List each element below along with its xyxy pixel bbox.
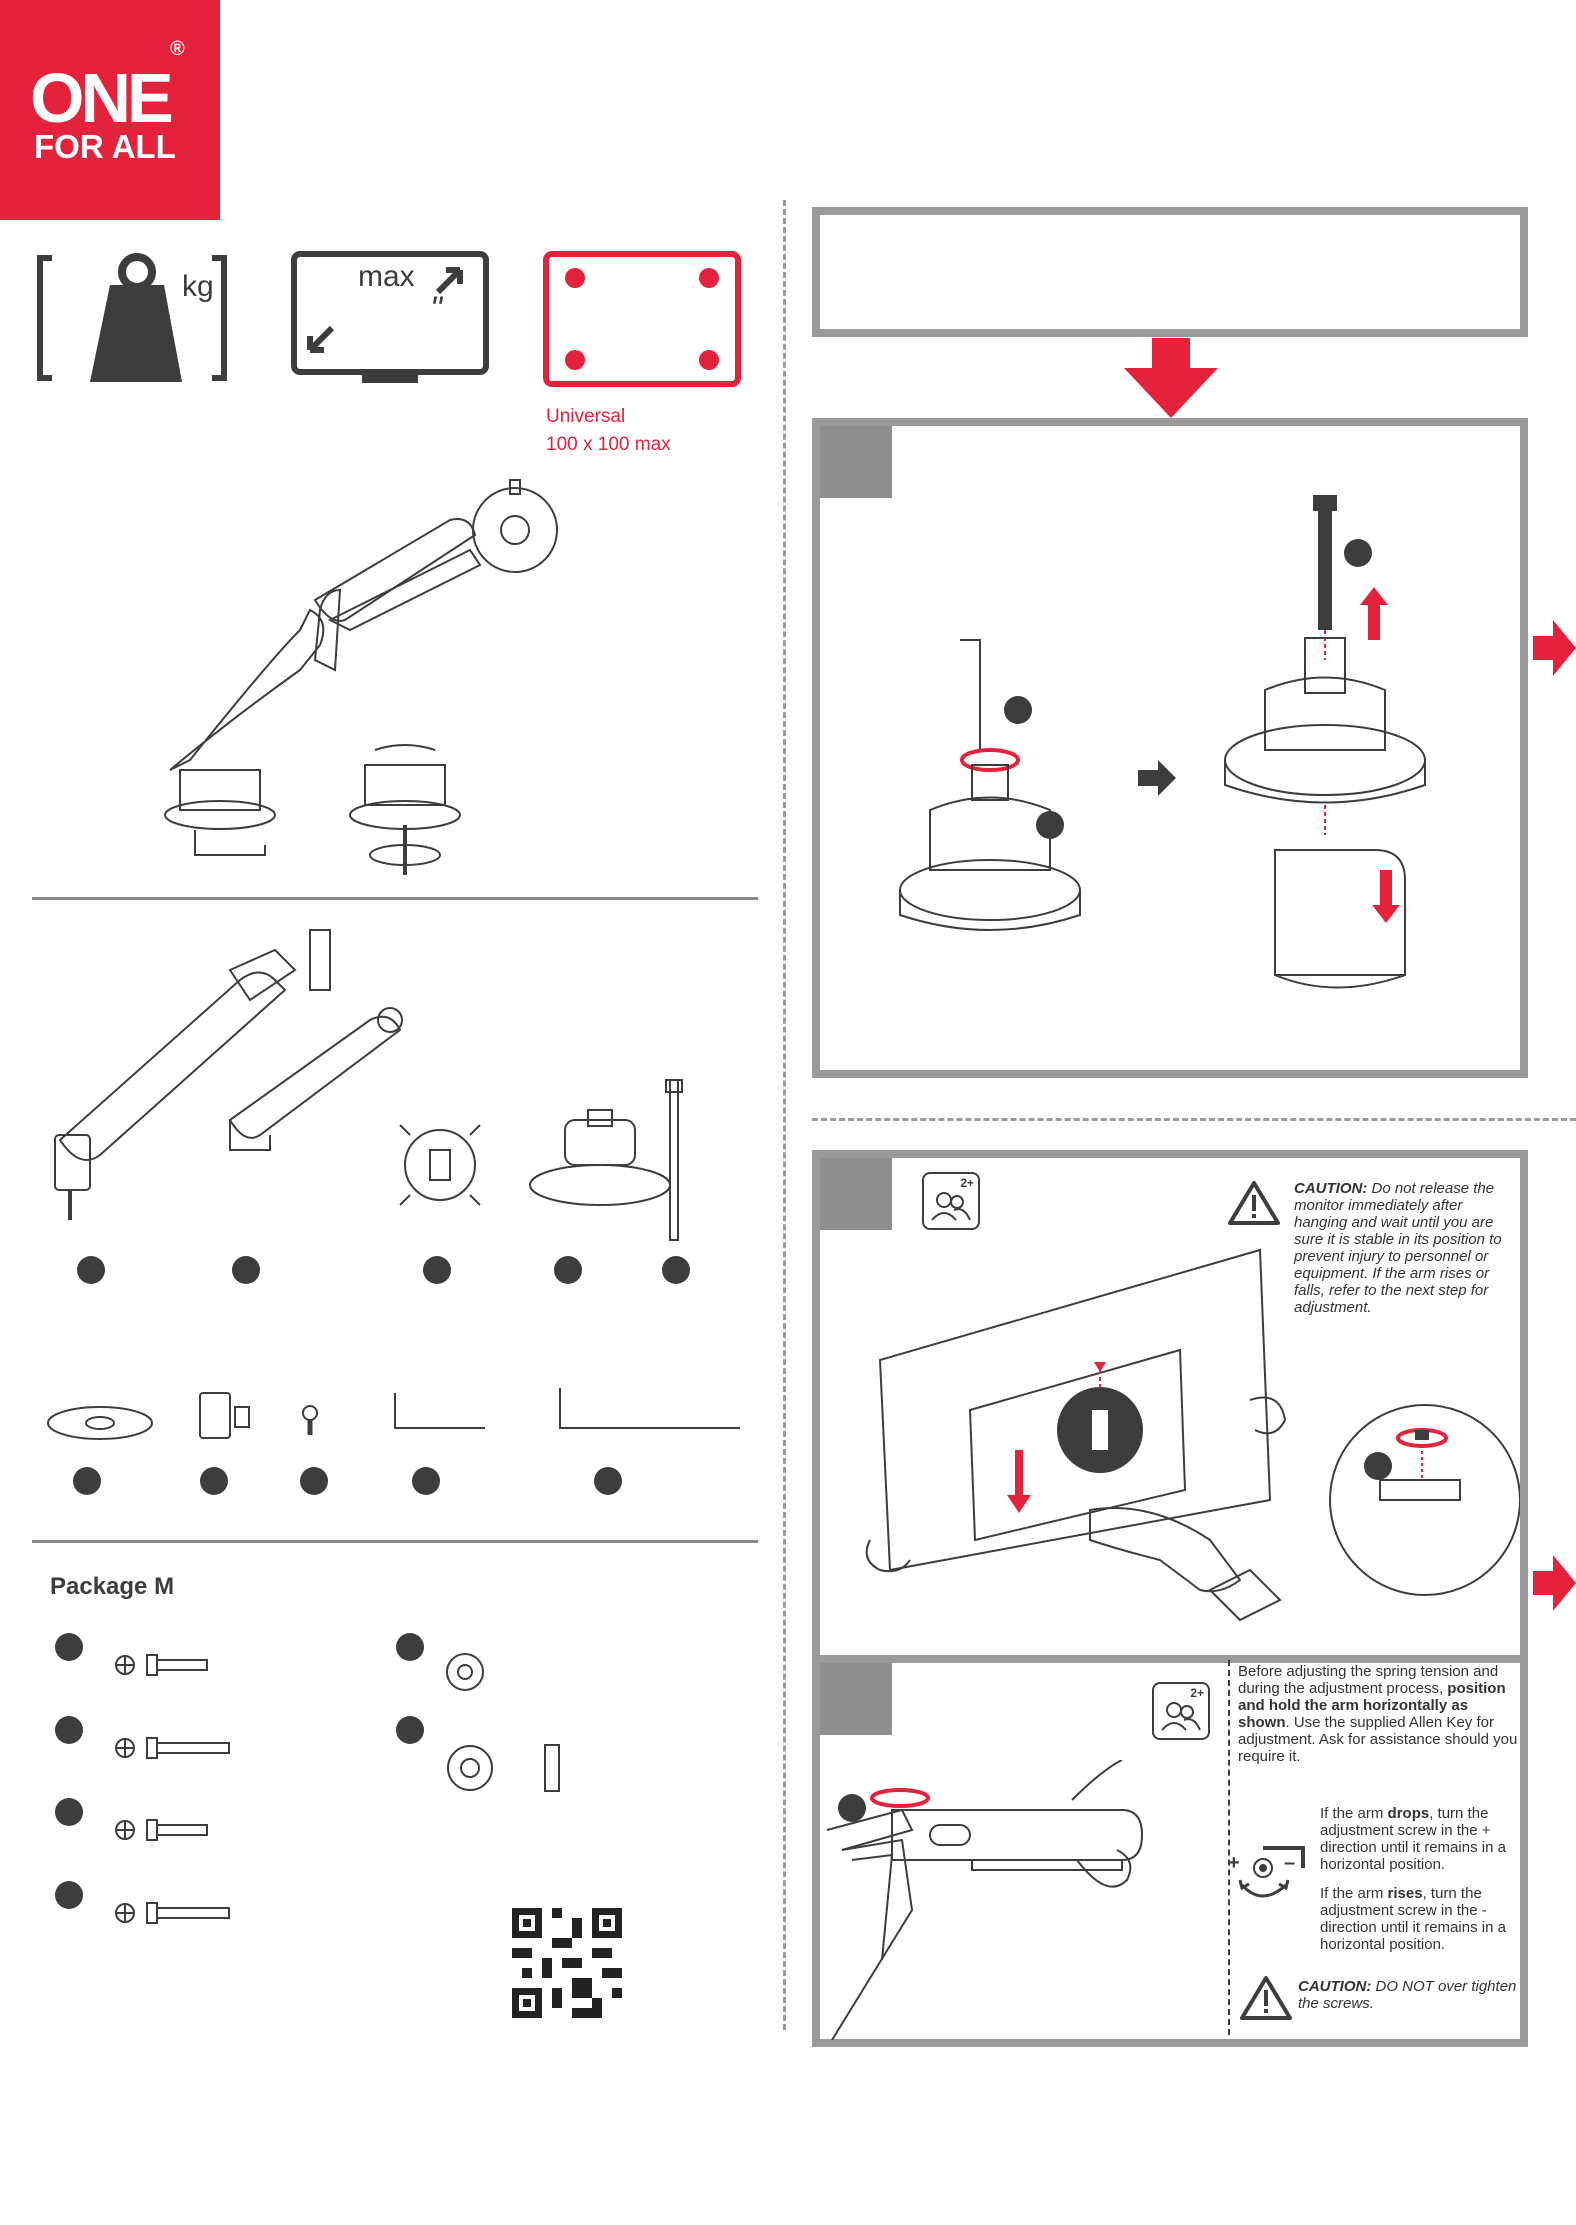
package-marker-c — [55, 1798, 83, 1826]
step4-intro-bold: position and hold the arm horizontally a… — [1238, 1680, 1506, 1731]
package-marker-d — [55, 1881, 83, 1909]
drops-2: , turn the adjustment screw in the + dir… — [1320, 1805, 1506, 1873]
part-marker-7 — [200, 1467, 228, 1495]
part-marker-1 — [77, 1256, 105, 1284]
package-title: Package M — [50, 1573, 175, 1600]
step3-illustration — [850, 1240, 1520, 1660]
parts-illustration-row1 — [40, 920, 740, 1250]
screen-label: max — [358, 260, 415, 293]
screen-unit: " — [430, 290, 443, 328]
persons-badge: 2+ — [960, 1176, 974, 1190]
adjust-screw-icon: + – — [1228, 1840, 1318, 1910]
rises-bold: rises — [1387, 1885, 1423, 1902]
row-separator — [812, 1118, 1576, 1121]
step4-panel — [812, 1655, 1528, 2047]
part-marker-5 — [662, 1256, 690, 1284]
screw-list-left — [55, 1620, 415, 1940]
step4-caution-title: CAUTION: — [1298, 1978, 1372, 1995]
minus-sign: – — [1284, 1852, 1296, 1874]
step3-caution-title: CAUTION: — [1294, 1180, 1368, 1197]
step3-number-tab — [820, 1158, 892, 1230]
column-separator — [783, 200, 786, 2030]
part-marker-9 — [412, 1467, 440, 1495]
section-divider-1 — [32, 897, 758, 900]
step3-caution-text: CAUTION: Do not release the monitor imme… — [1294, 1180, 1516, 1316]
step2-panel — [812, 418, 1528, 1078]
vesa-pattern-icon — [542, 250, 742, 390]
part-marker-10 — [594, 1467, 622, 1495]
step4-caution-body: DO NOT over tighten the screws. — [1298, 1978, 1517, 2012]
part-marker-4 — [554, 1256, 582, 1284]
part-marker-2 — [232, 1256, 260, 1284]
step4-rises-text: If the arm rises, turn the adjustment sc… — [1320, 1885, 1520, 1953]
drops-1: If the arm — [1320, 1805, 1384, 1822]
logo-line2: FOR ALL — [34, 128, 176, 165]
package-marker-f — [396, 1716, 424, 1744]
weight-icon: kg — [32, 250, 232, 385]
logo-registered: ® — [170, 38, 185, 60]
next-arrow-icon-1 — [1533, 620, 1576, 676]
assembled-arm-illustration — [150, 470, 590, 880]
part-marker-3 — [423, 1256, 451, 1284]
brand-logo: ONE ® FOR ALL — [0, 0, 220, 220]
two-persons-icon: 2+ — [922, 1172, 980, 1230]
step4-caution-text: CAUTION: DO NOT over tighten the screws. — [1298, 1978, 1518, 2012]
drops-bold: drops — [1387, 1805, 1430, 1822]
logo-line1: ONE — [30, 59, 174, 137]
part-marker-6 — [73, 1467, 101, 1495]
qr-code-icon — [512, 1908, 622, 2018]
rises-2: , turn the adjustment screw in the - dir… — [1320, 1885, 1506, 1953]
step2-number-tab — [820, 426, 892, 498]
parts-illustration-row2 — [40, 1385, 740, 1445]
plus-sign: + — [1228, 1852, 1240, 1874]
step4-inner-separator — [1228, 1660, 1230, 2035]
part-marker-8 — [300, 1467, 328, 1495]
caution-icon-step4 — [1240, 1975, 1292, 2021]
step4-number-tab — [820, 1663, 892, 1735]
down-arrow-icon — [1124, 338, 1218, 418]
rises-1: If the arm — [1320, 1885, 1384, 1902]
step3-panel — [812, 1150, 1528, 1668]
two-persons-icon-step4: 2+ — [1152, 1682, 1210, 1740]
weight-unit: kg — [182, 270, 214, 303]
next-arrow-icon-2 — [1533, 1555, 1576, 1611]
step4-intro-1: Before adjusting the spring tension and … — [1238, 1663, 1499, 1697]
washer-list — [440, 1650, 590, 1800]
section-divider-2 — [32, 1540, 758, 1543]
step-header-box — [812, 207, 1528, 337]
step3-caution-body: Do not release the monitor immediately a… — [1294, 1180, 1502, 1316]
caution-icon — [1228, 1180, 1280, 1226]
vesa-line2: 100 x 100 max — [546, 434, 671, 455]
vesa-caption: Universal 100 x 100 max — [546, 403, 671, 459]
package-marker-a — [55, 1633, 83, 1661]
vesa-line1: Universal — [546, 406, 626, 427]
persons-badge-step4: 2+ — [1190, 1686, 1204, 1700]
package-marker-e — [396, 1633, 424, 1661]
step4-intro-2: . Use the supplied Allen Key for adjustm… — [1238, 1714, 1518, 1765]
step4-intro-text: Before adjusting the spring tension and … — [1238, 1663, 1518, 1765]
step2-illustration — [880, 490, 1520, 1030]
step4-drops-text: If the arm drops, turn the adjustment sc… — [1320, 1805, 1520, 1873]
step4-illustration — [822, 1760, 1222, 2040]
screen-size-icon: max " — [290, 250, 490, 390]
package-marker-b — [55, 1716, 83, 1744]
